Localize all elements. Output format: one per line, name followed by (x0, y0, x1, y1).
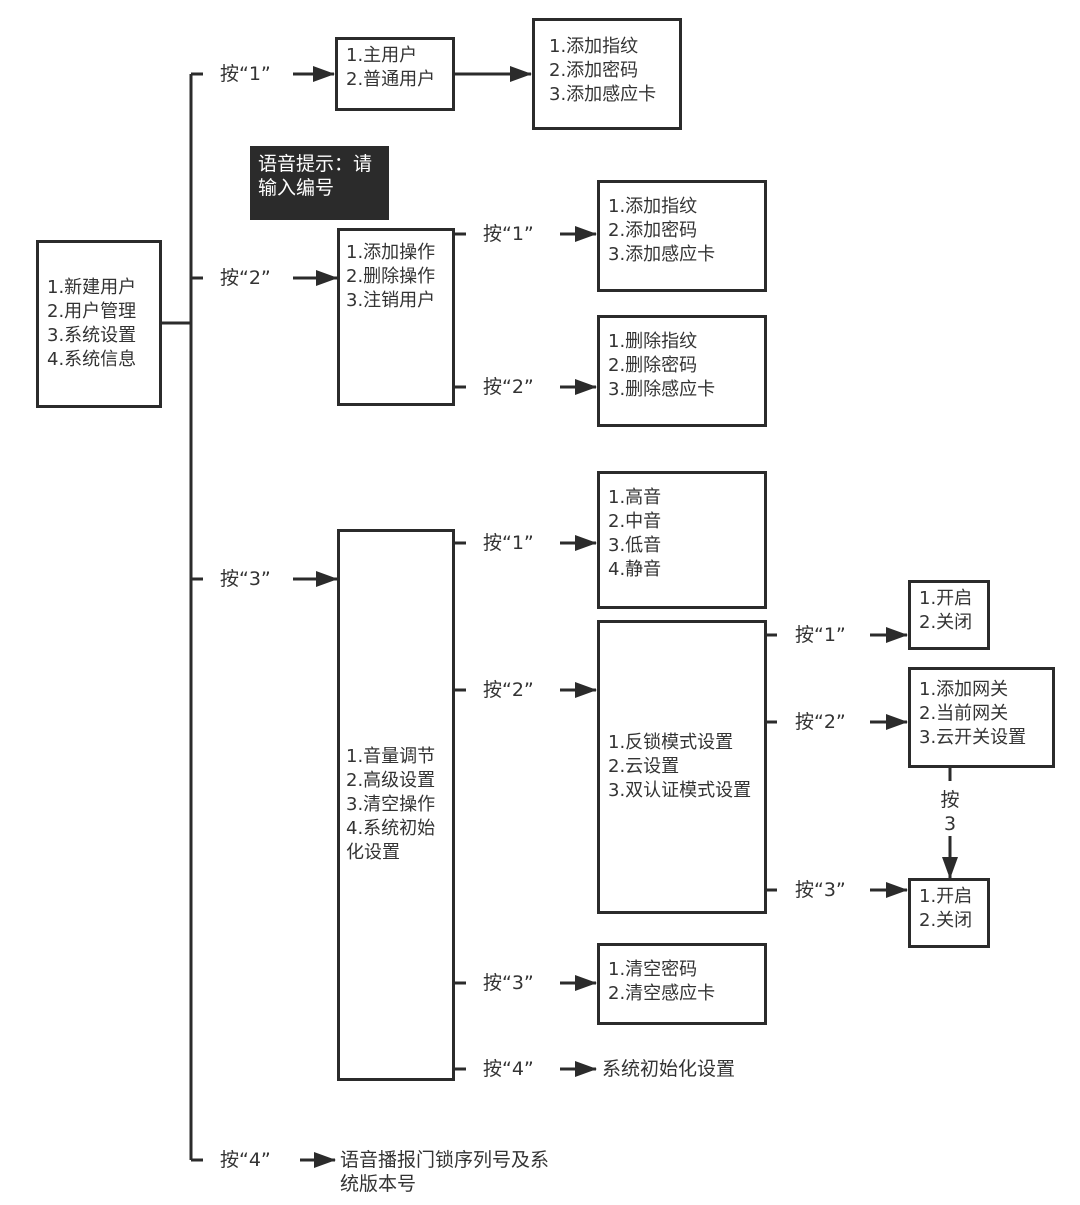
system-settings-item: 1.音量调节 (346, 746, 436, 767)
user-management-item: 1.添加操作 (346, 242, 436, 263)
system-settings-box: 1.音量调节 2.高级设置 3.清空操作 4.系统初始化设置 (337, 529, 455, 1081)
cloud-settings-box: 1.添加网关 2.当前网关 3.云开关设置 (908, 667, 1055, 768)
add-items-box: 1.添加指纹 2.添加密码 3.添加感应卡 (597, 180, 767, 292)
user-type-item: 1.主用户 (346, 45, 418, 66)
volume-item: 2.中音 (608, 511, 662, 532)
dual-auth-box: 1.开启 2.关闭 (908, 878, 990, 948)
branch-key-2: 按“2” (220, 267, 271, 289)
advanced-item: 3.双认证模式设置 (608, 780, 752, 801)
branch-key-4: 按“4” (220, 1149, 271, 1171)
anti-lock-box: 1.开启 2.关闭 (908, 580, 990, 650)
delete-item: 2.删除密码 (608, 355, 698, 376)
cloud-item: 3.云开关设置 (919, 727, 1027, 748)
delete-items-box: 1.删除指纹 2.删除密码 3.删除感应卡 (597, 315, 767, 427)
add-item: 1.添加指纹 (608, 196, 698, 217)
system-settings-item: 3.清空操作 (346, 794, 436, 815)
system-settings-key-2: 按“2” (483, 679, 534, 701)
advanced-settings-box: 1.反锁模式设置 2.云设置 3.双认证模式设置 (597, 620, 767, 914)
branch-key-1: 按“1” (220, 63, 271, 85)
delete-item: 3.删除感应卡 (608, 379, 716, 400)
factory-reset-text: 系统初始化设置 (602, 1058, 736, 1080)
advanced-key-1: 按“1” (795, 624, 846, 646)
system-settings-key-4: 按“4” (483, 1058, 534, 1080)
volume-item: 3.低音 (608, 535, 662, 556)
add-item: 2.添加密码 (608, 220, 698, 241)
add-item: 3.添加感应卡 (608, 244, 716, 265)
cloud-item: 2.当前网关 (919, 703, 1009, 724)
add-method-item: 2.添加密码 (549, 60, 639, 81)
voice-prompt-text: 语音提示：请输入编号 (258, 153, 373, 199)
delete-item: 1.删除指纹 (608, 331, 698, 352)
user-type-box: 1.主用户 2.普通用户 (335, 37, 455, 111)
add-methods-box: 1.添加指纹 2.添加密码 3.添加感应卡 (532, 18, 682, 130)
cloud-press-3-label: 按3 (940, 789, 960, 835)
dual-auth-item: 1.开启 (919, 886, 973, 907)
dual-auth-item: 2.关闭 (919, 910, 973, 931)
user-management-item: 3.注销用户 (346, 290, 436, 311)
root-menu-item: 3.系统设置 (47, 325, 137, 346)
clear-box: 1.清空密码 2.清空感应卡 (597, 943, 767, 1025)
system-settings-item: 2.高级设置 (346, 770, 436, 791)
advanced-item: 1.反锁模式设置 (608, 732, 734, 753)
root-menu-item: 2.用户管理 (47, 301, 137, 322)
add-method-item: 1.添加指纹 (549, 36, 639, 57)
system-settings-key-3: 按“3” (483, 972, 534, 994)
branch-key-3: 按“3” (220, 568, 271, 590)
user-management-key-2: 按“2” (483, 376, 534, 398)
advanced-key-3: 按“3” (795, 879, 846, 901)
root-menu-item: 4.系统信息 (47, 349, 137, 370)
clear-item: 2.清空感应卡 (608, 983, 716, 1004)
volume-item: 1.高音 (608, 487, 662, 508)
voice-prompt-note: 语音提示：请输入编号 (250, 146, 389, 220)
advanced-item: 2.云设置 (608, 756, 680, 777)
user-management-key-1: 按“1” (483, 223, 534, 245)
user-management-box: 1.添加操作 2.删除操作 3.注销用户 (337, 228, 455, 406)
clear-item: 1.清空密码 (608, 959, 698, 980)
root-menu-item: 1.新建用户 (47, 277, 137, 298)
user-management-item: 2.删除操作 (346, 266, 436, 287)
volume-box: 1.高音 2.中音 3.低音 4.静音 (597, 471, 767, 609)
add-method-item: 3.添加感应卡 (549, 84, 657, 105)
cloud-item: 1.添加网关 (919, 679, 1009, 700)
anti-lock-item: 1.开启 (919, 588, 973, 609)
system-info-text: 语音播报门锁序列号及系统版本号 (340, 1149, 550, 1195)
advanced-key-2: 按“2” (795, 711, 846, 733)
anti-lock-item: 2.关闭 (919, 612, 973, 633)
volume-item: 4.静音 (608, 559, 662, 580)
system-settings-item: 4.系统初始化设置 (346, 818, 436, 863)
user-type-item: 2.普通用户 (346, 69, 436, 90)
system-settings-key-1: 按“1” (483, 532, 534, 554)
root-menu-box: 1.新建用户 2.用户管理 3.系统设置 4.系统信息 (36, 240, 162, 408)
